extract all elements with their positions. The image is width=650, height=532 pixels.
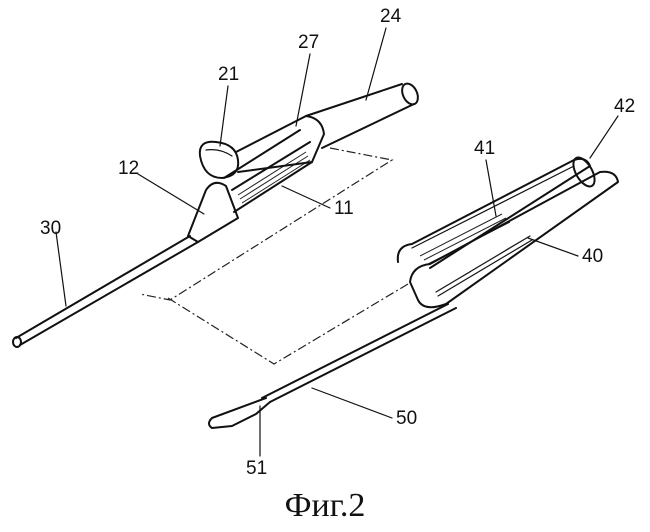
sheath-assembly bbox=[167, 156, 619, 429]
leader-24 bbox=[365, 27, 387, 101]
stylet-tip-51 bbox=[208, 397, 271, 429]
leader-41 bbox=[485, 159, 497, 217]
sheath-ring-42 bbox=[572, 156, 596, 188]
label-42: 42 bbox=[614, 96, 635, 117]
label-41: 41 bbox=[474, 138, 495, 159]
figure-caption: Фиг.2 bbox=[285, 487, 366, 524]
reference-numerals: 24 27 21 12 11 30 41 42 40 50 51 bbox=[40, 6, 635, 479]
sheath-40-print bbox=[435, 235, 533, 297]
label-51: 51 bbox=[246, 458, 267, 479]
label-11: 11 bbox=[334, 198, 354, 219]
needle-tip bbox=[12, 336, 22, 348]
label-27: 27 bbox=[298, 32, 319, 53]
leader-11 bbox=[281, 185, 331, 209]
base-plane-outline-right bbox=[167, 283, 409, 365]
sheath-40-hatching bbox=[445, 235, 531, 287]
leader-lines bbox=[55, 27, 619, 457]
leader-12 bbox=[137, 173, 205, 215]
tube-24 bbox=[305, 83, 415, 149]
leader-30 bbox=[55, 231, 67, 307]
sheath-half-40 bbox=[409, 170, 619, 309]
label-21: 21 bbox=[218, 64, 239, 85]
label-40: 40 bbox=[582, 246, 603, 267]
needle-30 bbox=[15, 235, 199, 346]
label-24: 24 bbox=[380, 6, 402, 27]
knob-21-rim bbox=[205, 149, 233, 157]
leader-42 bbox=[589, 115, 619, 159]
knob-21 bbox=[198, 140, 240, 179]
label-12: 12 bbox=[118, 158, 139, 179]
base-plane-outline bbox=[139, 147, 394, 301]
tube-24-end bbox=[401, 82, 419, 106]
hub-cone-12 bbox=[187, 181, 239, 243]
label-30: 30 bbox=[40, 218, 61, 239]
sleeve-11-hatching bbox=[237, 151, 311, 204]
leader-40 bbox=[527, 237, 579, 257]
leader-50 bbox=[311, 387, 393, 419]
leader-27 bbox=[295, 53, 311, 127]
needle-hub-assembly bbox=[12, 82, 419, 348]
sheath-41-edge bbox=[411, 165, 575, 249]
label-50: 50 bbox=[396, 408, 417, 429]
stylet-50 bbox=[261, 303, 457, 403]
leader-21 bbox=[219, 85, 229, 147]
sheath-half-41 bbox=[396, 157, 591, 269]
